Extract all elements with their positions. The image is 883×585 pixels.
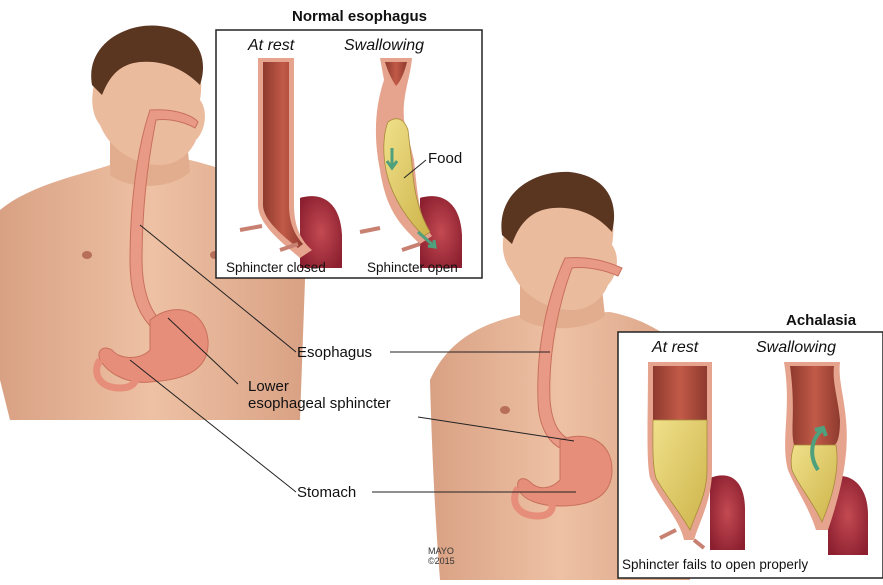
sphincter-closed-caption: Sphincter closed <box>226 259 326 276</box>
achalasia-rest-stomach-bg <box>710 475 745 550</box>
achalasia-swallow-label: Swallowing <box>756 339 836 356</box>
achalasia-caption: Sphincter fails to open properly <box>622 556 808 573</box>
normal-panel-title: Normal esophagus <box>292 8 427 25</box>
achalasia-rest-lumen-top <box>653 366 707 420</box>
achalasia-panel <box>618 332 883 578</box>
credit-line1: MAYO <box>428 546 455 556</box>
achalasia-rest-label: At rest <box>652 339 698 356</box>
copyright-credit: MAYO ©2015 <box>428 546 455 566</box>
credit-line2: ©2015 <box>428 556 455 566</box>
achalasia-panel-title: Achalasia <box>786 312 856 329</box>
normal-swallow-label: Swallowing <box>344 37 424 54</box>
left-nipple-l <box>82 251 92 259</box>
les-label-line2: esophageal sphincter <box>248 395 391 412</box>
les-label-line1: Lower <box>248 378 289 395</box>
achalasia-swallow-lumen <box>790 366 840 445</box>
stomach-label: Stomach <box>297 484 356 501</box>
food-label: Food <box>428 150 462 167</box>
sphincter-open-caption: Sphincter open <box>367 259 458 276</box>
esophagus-label: Esophagus <box>297 344 372 361</box>
normal-rest-label: At rest <box>248 37 294 54</box>
right-nipple-l <box>500 406 510 414</box>
